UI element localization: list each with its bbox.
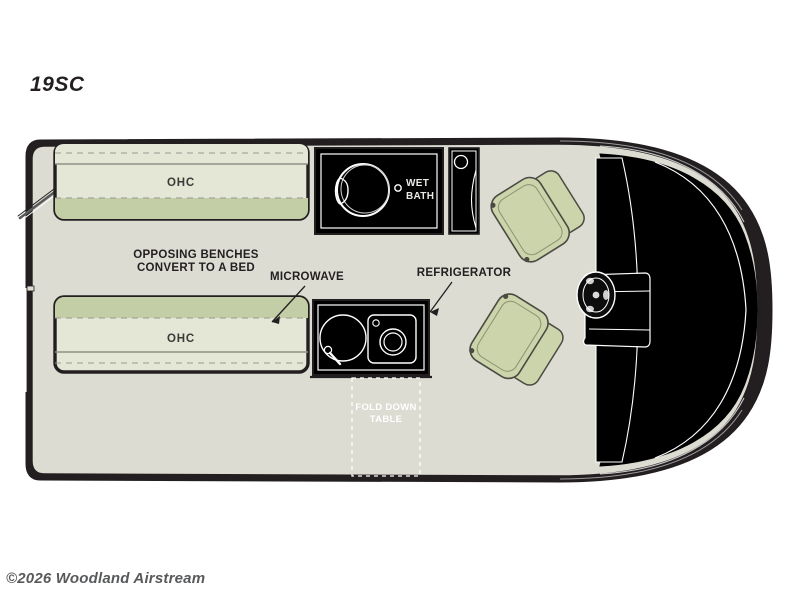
- galley-sink-cooktop: [310, 299, 432, 379]
- ohc-lower-label: OHC: [167, 333, 195, 345]
- refrigerator-leader-line: [429, 281, 453, 313]
- fold-down-table-outline: FOLD DOWN TABLE: [351, 377, 421, 477]
- fold-down-table-label-line1: FOLD DOWN: [355, 402, 416, 413]
- driver-captains-chair: [469, 293, 564, 386]
- microwave-arrow-head: [272, 316, 280, 324]
- wet-bath-label-line1: WET: [406, 178, 429, 189]
- opposing-benches-label-line1: OPPOSING BENCHES: [133, 249, 259, 261]
- lower-bench-sofa: OHC: [53, 295, 310, 374]
- wet-bath-door-knob-icon: [394, 184, 402, 192]
- copyright-text: ©2026 Woodland Airstream: [6, 570, 206, 587]
- fold-down-table-label-line2: TABLE: [370, 414, 402, 425]
- refrigerator-label: REFRIGERATOR: [417, 267, 512, 279]
- floorplan-diagram: OHC OHC: [0, 110, 800, 510]
- ohc-upper-label: OHC: [167, 177, 195, 189]
- passenger-captains-chair: [490, 170, 585, 263]
- refrigerator-unit: [448, 147, 480, 235]
- cooktop-icon: [367, 314, 417, 364]
- microwave-leader-line: [271, 285, 306, 323]
- entry-door: [25, 285, 35, 392]
- microwave-label: MICROWAVE: [270, 271, 344, 283]
- wet-bath-compartment: WET BATH: [314, 147, 444, 235]
- page-title: 19SC: [30, 73, 85, 96]
- refrigerator-arrow-head: [430, 308, 439, 316]
- sink-icon: [319, 314, 367, 362]
- annotation-group: OPPOSING BENCHES CONVERT TO A BED MICROW…: [133, 249, 511, 324]
- wet-bath-label-line2: BATH: [406, 191, 434, 202]
- opposing-benches-label-line2: CONVERT TO A BED: [137, 262, 255, 274]
- front-cab-windshield: [583, 153, 758, 467]
- upper-bench-sofa: OHC: [53, 142, 310, 221]
- steering-wheel-icon: [576, 271, 616, 319]
